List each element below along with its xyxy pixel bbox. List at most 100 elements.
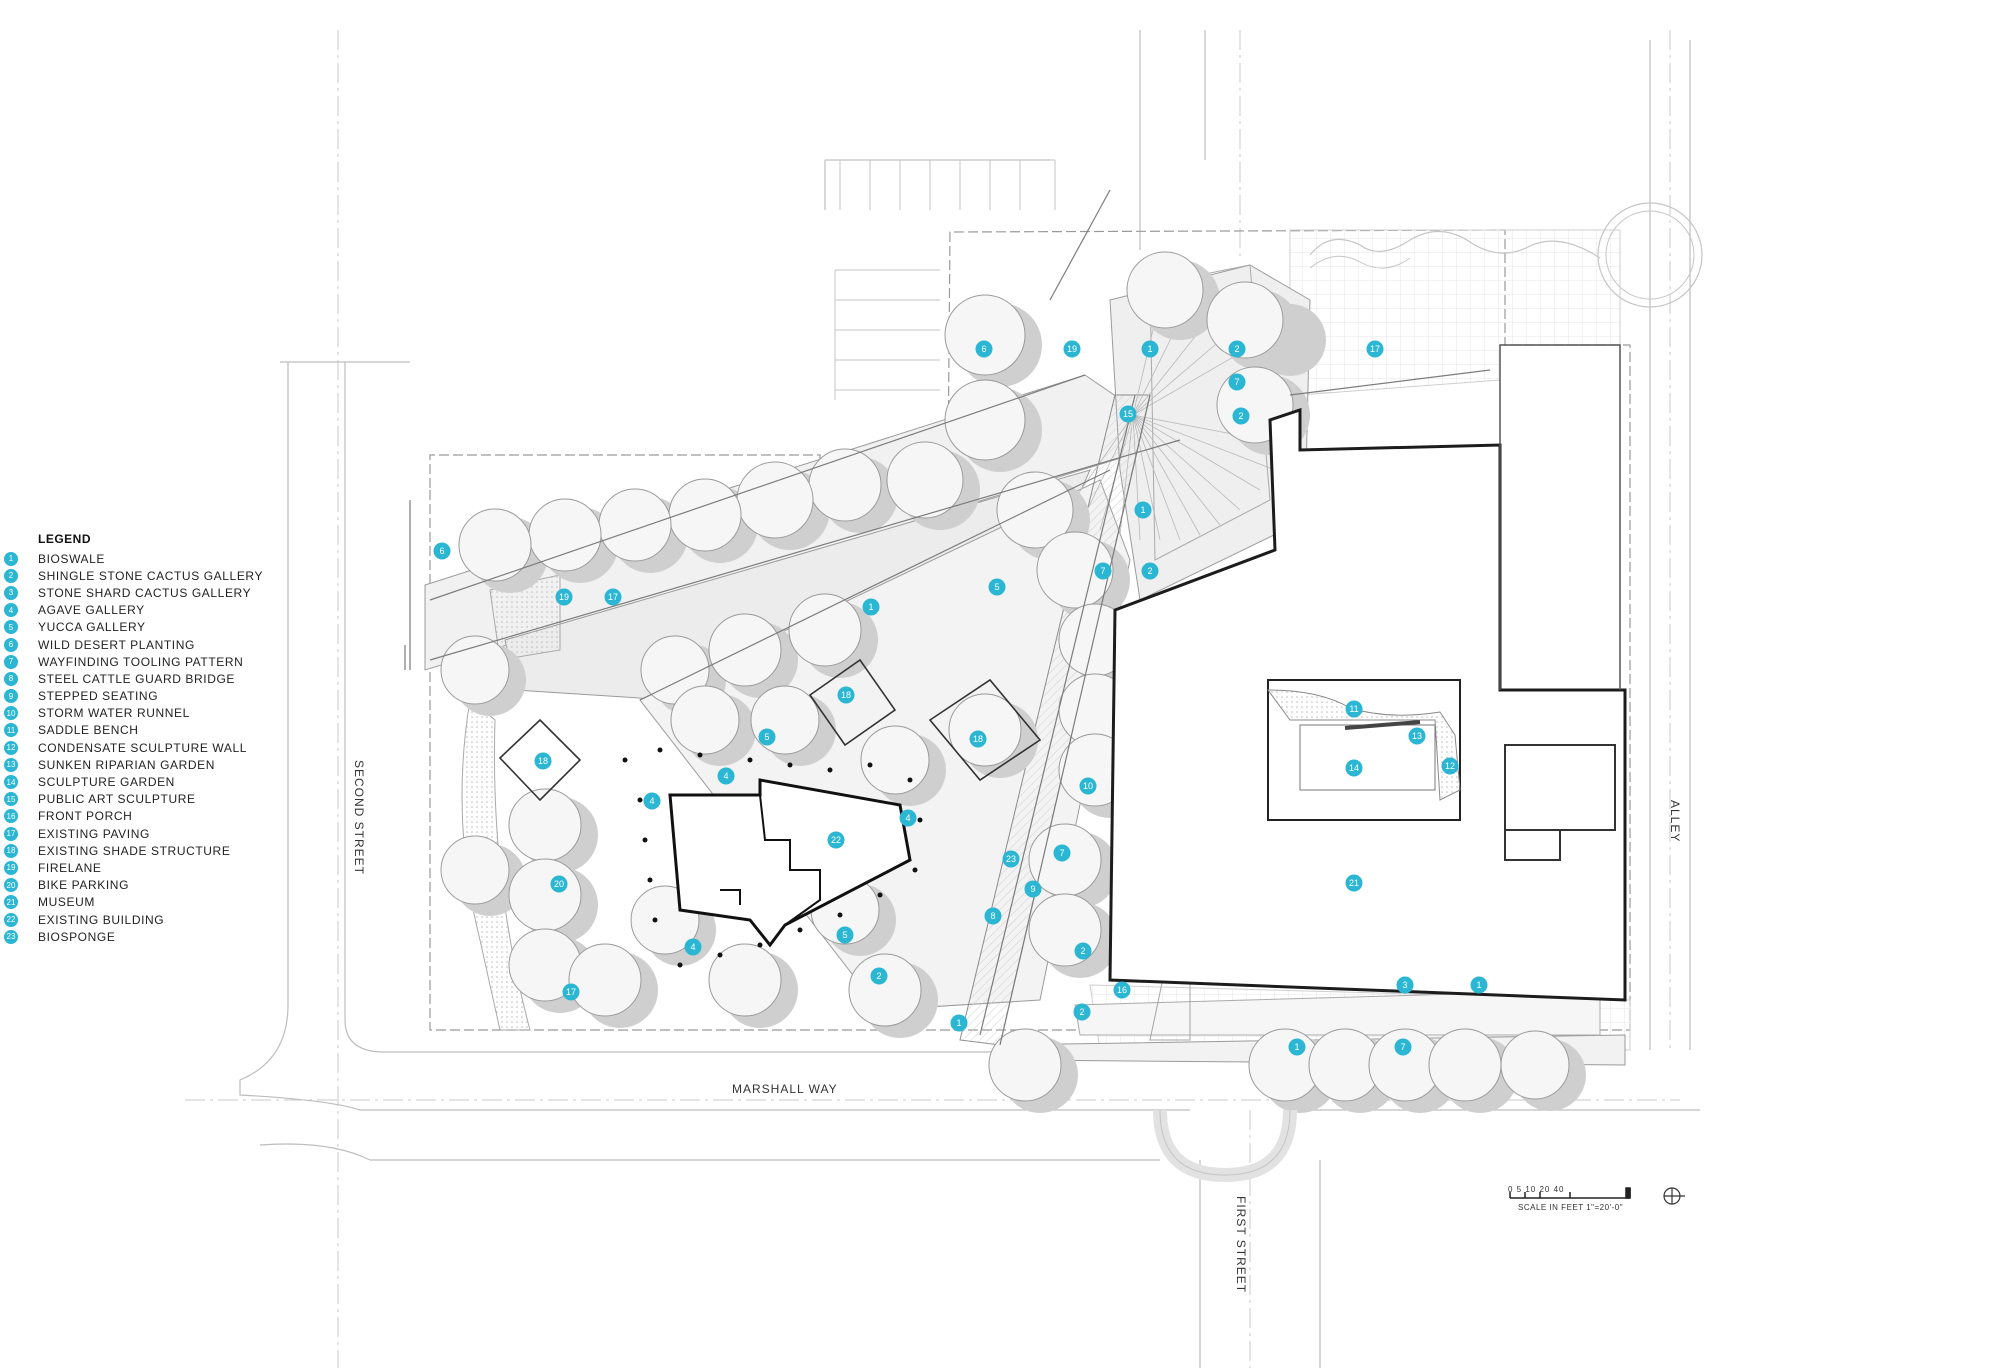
callout-marker: 17 <box>1366 340 1384 358</box>
callout-number: 7 <box>1234 377 1239 387</box>
callout-marker: 2 <box>1228 340 1246 358</box>
legend-label: YUCCA GALLERY <box>38 620 146 635</box>
museum-east-rooms <box>1504 744 1616 861</box>
legend-number-badge: 17 <box>4 826 18 841</box>
legend-number-badge: 9 <box>4 689 18 704</box>
callout-circle <box>684 938 702 956</box>
callout-circle <box>899 809 917 827</box>
callout-circle <box>550 875 568 893</box>
crosswalk-arc <box>1153 1109 1297 1183</box>
legend-label: EXISTING SHADE STRUCTURE <box>38 843 231 858</box>
street-label-marshall: MARSHALL WAY <box>732 1082 838 1096</box>
callout-circle <box>1408 727 1426 745</box>
callout-marker: 4 <box>643 792 661 810</box>
legend-item: 21 MUSEUM <box>4 894 304 911</box>
legend-label: STORM WATER RUNNEL <box>38 706 190 721</box>
callout-number: 2 <box>1238 411 1243 421</box>
callout-circle <box>969 730 987 748</box>
legend-label: SADDLE BENCH <box>38 723 139 738</box>
callout-marker: 5 <box>988 578 1006 596</box>
legend-label: EXISTING BUILDING <box>38 912 165 927</box>
legend-number-badge: 13 <box>4 757 18 772</box>
legend-label: EXISTING PAVING <box>38 826 150 841</box>
callout-circle <box>604 588 622 606</box>
callout-circle <box>862 598 880 616</box>
legend-number-badge: 6 <box>4 637 18 652</box>
callout-circle <box>1063 340 1081 358</box>
callout-circle <box>1053 844 1071 862</box>
legend-label: MUSEUM <box>38 895 95 910</box>
callout-marker: 19 <box>555 588 573 606</box>
callout-circle <box>1396 976 1414 994</box>
callout-circle <box>1079 777 1097 795</box>
callout-number: 1 <box>1140 505 1145 515</box>
legend-label: PUBLIC ART SCULPTURE <box>38 792 196 807</box>
callout-circle <box>555 588 573 606</box>
callout-number: 16 <box>1117 985 1127 995</box>
callout-number: 8 <box>990 911 995 921</box>
parking-stalls <box>825 159 1056 400</box>
callout-marker: 4 <box>684 938 702 956</box>
callout-number: 7 <box>1100 566 1105 576</box>
callout-number: 4 <box>905 813 910 823</box>
path-linework <box>404 189 1491 1046</box>
callout-marker: 1 <box>950 1014 968 1032</box>
callout-number: 6 <box>981 344 986 354</box>
callout-circle <box>837 686 855 704</box>
callout-circle <box>1345 759 1363 777</box>
scale-bar <box>1509 1187 1631 1199</box>
legend-number-badge: 11 <box>4 723 18 738</box>
legend-item: 10 STORM WATER RUNNEL <box>4 705 304 722</box>
callout-marker: 2 <box>1073 1003 1091 1021</box>
callout-marker: 11 <box>1345 700 1363 718</box>
legend-item: 11 SADDLE BENCH <box>4 722 304 739</box>
legend-number-badge: 4 <box>4 603 18 618</box>
callout-number: 5 <box>842 930 847 940</box>
callout-circle <box>950 1014 968 1032</box>
trees <box>440 251 1586 1113</box>
callout-marker: 1 <box>1470 976 1488 994</box>
legend-number-badge: 15 <box>4 792 18 807</box>
callout-circle <box>1232 407 1250 425</box>
legend-number-badge: 14 <box>4 775 18 790</box>
callout-marker: 2 <box>1232 407 1250 425</box>
callout-marker: 14 <box>1345 759 1363 777</box>
callout-marker: 2 <box>1141 562 1159 580</box>
legend-label: BIKE PARKING <box>38 878 130 893</box>
callout-marker: 16 <box>1113 981 1131 999</box>
callout-number: 17 <box>608 592 618 602</box>
legend-number-badge: 21 <box>4 895 18 910</box>
callout-number: 1 <box>1476 980 1481 990</box>
callout-circle <box>870 967 888 985</box>
building-perimeter-dots <box>622 747 923 968</box>
callout-number: 4 <box>649 796 654 806</box>
callout-number: 12 <box>1445 761 1455 771</box>
legend-number-badge: 3 <box>4 585 18 600</box>
legend-label: FRONT PORCH <box>38 809 133 824</box>
callout-circle <box>1134 501 1152 519</box>
callout-circle <box>758 728 776 746</box>
callout-marker: 1 <box>862 598 880 616</box>
callout-number: 1 <box>956 1018 961 1028</box>
legend-number-badge: 10 <box>4 706 18 721</box>
legend-label: STONE SHARD CACTUS GALLERY <box>38 585 252 600</box>
callout-circle <box>433 542 451 560</box>
legend-number-badge: 23 <box>4 929 18 944</box>
legend-label: FIRELANE <box>38 860 102 875</box>
callout-marker: 7 <box>1094 562 1112 580</box>
callout-marker: 5 <box>836 926 854 944</box>
callout-number: 23 <box>1006 854 1016 864</box>
callout-marker: 10 <box>1079 777 1097 795</box>
legend-label: SCULPTURE GARDEN <box>38 775 175 790</box>
callout-circle <box>1113 981 1131 999</box>
callout-marker: 9 <box>1024 880 1042 898</box>
callout-number: 13 <box>1412 731 1422 741</box>
